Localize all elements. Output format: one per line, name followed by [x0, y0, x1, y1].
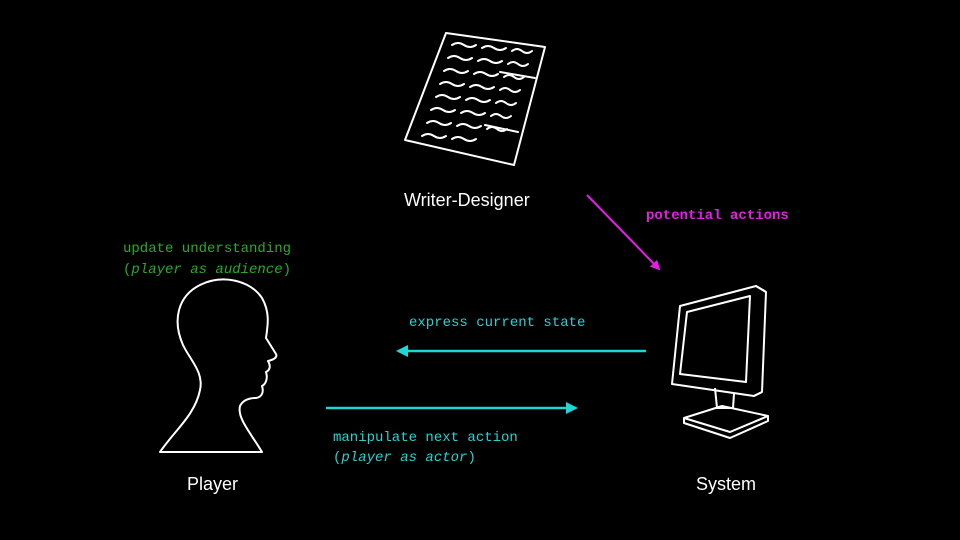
paren-close: )	[467, 450, 476, 466]
manipulate-next-action-text: manipulate next action	[333, 430, 518, 446]
express-current-state-text: express current state	[409, 315, 586, 331]
computer-monitor-icon	[671, 285, 769, 439]
paren-open: (	[333, 450, 342, 466]
document-icon	[404, 32, 546, 166]
player-as-actor-text: player as actor	[341, 450, 468, 466]
player-as-actor-line: (player as actor)	[333, 450, 476, 466]
paren-open: (	[123, 262, 132, 278]
writer-designer-label: Writer-Designer	[404, 190, 530, 210]
paren-close: )	[282, 262, 292, 278]
update-understanding-text: update understanding	[123, 241, 292, 257]
potential-actions-text: potential actions	[646, 208, 789, 224]
player-label: Player	[187, 474, 239, 494]
potential-actions-arrow	[586, 194, 661, 271]
player-as-audience-text: player as audience	[131, 262, 283, 278]
head-silhouette-icon	[159, 278, 278, 453]
system-label: System	[696, 474, 757, 494]
player-as-audience-line: (player as audience)	[123, 262, 291, 278]
